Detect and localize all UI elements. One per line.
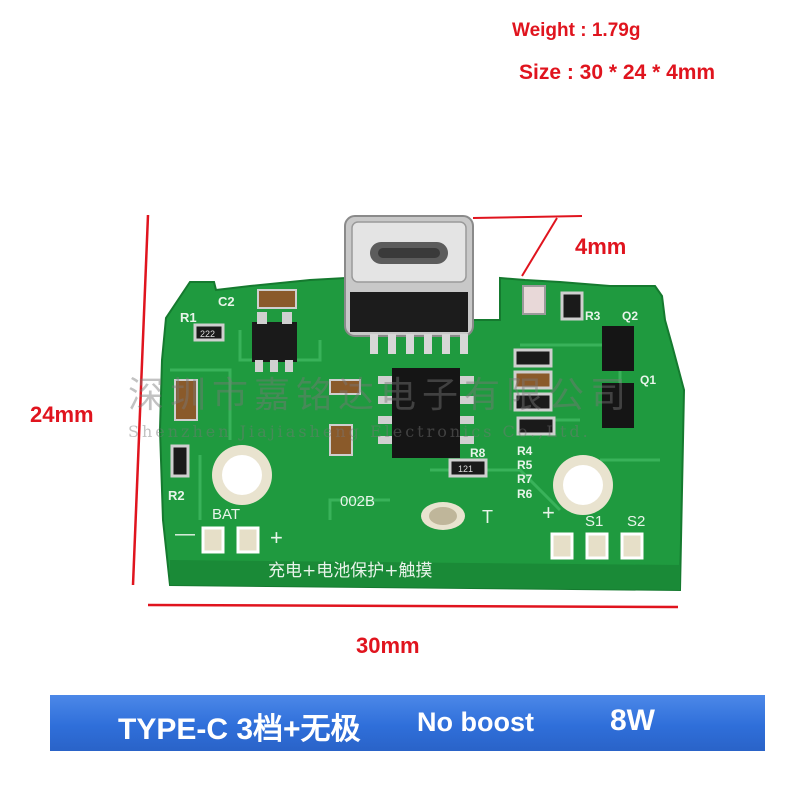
silk-r2: R2 bbox=[168, 488, 185, 503]
main-ic bbox=[378, 368, 474, 458]
capacitor-ec bbox=[513, 370, 553, 390]
regulator-chip bbox=[252, 312, 297, 372]
capacitor-c4 bbox=[329, 424, 353, 456]
banner-power: 8W bbox=[610, 704, 655, 737]
silk-code-121: 121 bbox=[458, 464, 473, 474]
resistor-121a bbox=[513, 348, 553, 368]
silk-r6: R6 bbox=[517, 487, 533, 501]
capacitor-left bbox=[174, 379, 198, 421]
silk-t: T bbox=[482, 507, 493, 527]
silk-plus-right: + bbox=[542, 500, 555, 525]
silk-r4: R4 bbox=[517, 444, 533, 458]
solder-pads bbox=[201, 526, 644, 560]
silk-c2: C2 bbox=[218, 294, 235, 309]
silk-r5: R5 bbox=[517, 458, 533, 472]
silk-model: 002B bbox=[340, 493, 375, 510]
led bbox=[522, 285, 546, 315]
height-label: 24mm bbox=[30, 402, 94, 427]
silk-plus-left: + bbox=[270, 525, 283, 550]
silk-minus: — bbox=[175, 523, 195, 545]
banner-subtitle: No boost bbox=[417, 707, 534, 737]
silk-s1: S1 bbox=[585, 513, 603, 530]
transistor-q1 bbox=[602, 383, 634, 428]
silk-r3: R3 bbox=[585, 309, 601, 323]
silk-r1-code: 222 bbox=[200, 329, 215, 339]
resistor-r2 bbox=[170, 444, 190, 478]
resistor-121b bbox=[513, 392, 553, 412]
capacitor-c2 bbox=[257, 289, 297, 309]
transistor-q2 bbox=[602, 326, 634, 371]
silk-r8: R8 bbox=[470, 446, 486, 460]
thickness-dimension-line bbox=[472, 215, 583, 219]
silk-function: 充电+电池保护+触摸 bbox=[268, 561, 433, 581]
usb-c-connector bbox=[344, 215, 474, 354]
height-dimension-line bbox=[131, 214, 150, 586]
resistor-r3 bbox=[560, 291, 584, 321]
banner-title: TYPE-C 3档+无极 bbox=[118, 713, 361, 746]
weight-label: Weight : 1.79g bbox=[512, 20, 641, 41]
silk-r1: R1 bbox=[180, 310, 197, 325]
resistor-r1 bbox=[193, 323, 225, 342]
resistor-121c bbox=[448, 458, 488, 478]
watermark-english: Shenzhen Jiajiasheng Electronics Co.,Ltd… bbox=[128, 422, 591, 441]
width-dimension-line bbox=[147, 603, 679, 609]
size-label: Size : 30 * 24 * 4mm bbox=[519, 61, 716, 84]
silk-bat: BAT bbox=[212, 506, 240, 523]
thickness-dimension-line-2 bbox=[521, 217, 558, 277]
capacitor-c5 bbox=[329, 379, 361, 395]
watermark-chinese: 深圳市嘉铭达电子有限公司 bbox=[128, 375, 633, 416]
width-label: 30mm bbox=[356, 633, 420, 658]
silk-s2: S2 bbox=[627, 513, 645, 530]
silk-r7: R7 bbox=[517, 472, 533, 486]
thickness-label: 4mm bbox=[575, 234, 627, 259]
product-banner: TYPE-C 3档+无极 No boost 8W bbox=[50, 695, 765, 751]
resistor-r8 bbox=[516, 416, 556, 436]
silk-q2: Q2 bbox=[622, 309, 638, 323]
silk-q1: Q1 bbox=[640, 373, 656, 387]
